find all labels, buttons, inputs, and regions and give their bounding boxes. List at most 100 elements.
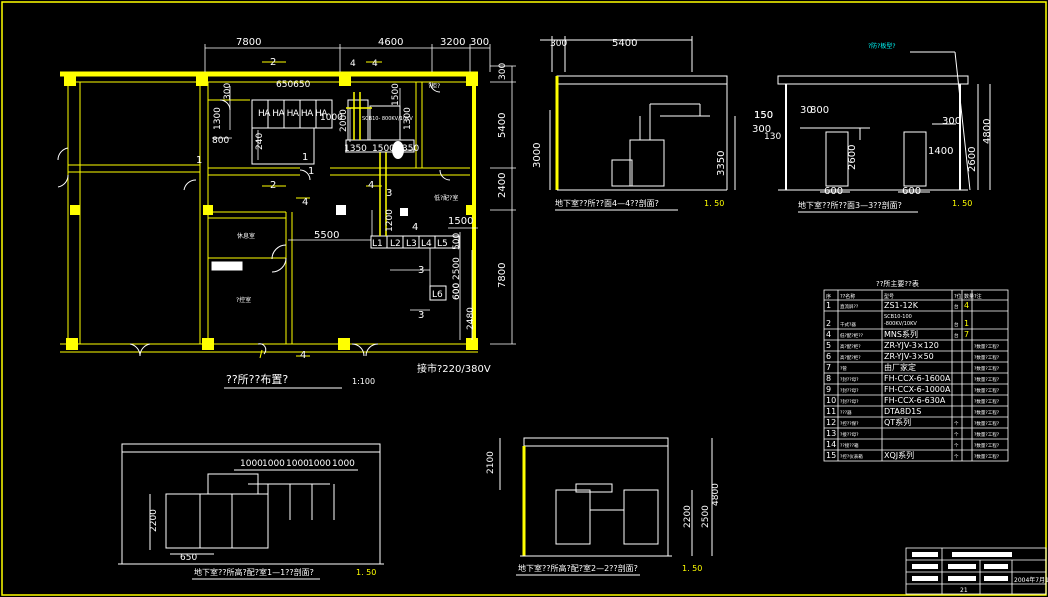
doors [57, 81, 451, 357]
panel-L2: L2 [390, 239, 401, 249]
dim-2500: 2500 [452, 257, 462, 280]
section-mark-4b: 4 [372, 59, 378, 69]
panel-L3: L3 [406, 239, 417, 249]
table-header: ??名称 [840, 293, 855, 300]
section-1-1-texts: 1000 1000 1000 1000 1000 2200 650 地下室??所… [149, 459, 376, 577]
table-cell: 11 [826, 407, 836, 416]
columns [64, 74, 478, 350]
panel-L6: L6 [432, 290, 443, 300]
title-block-sheet: 21 [960, 587, 968, 594]
table-cell: ?数量?工程? [974, 453, 1000, 460]
section-2-2-texts: 2100 4800 2200 2500 地下室??所高?配?室2—2??剖面? … [486, 451, 721, 573]
section-4-4-texts: 300 5400 3000 3350 地下室??所??面4—4??剖面? 1. … [532, 38, 727, 208]
dim-2000: 2000 [339, 109, 349, 132]
title-block-date: 2004年7月18日 [1014, 576, 1048, 584]
table-cell: ?管 [840, 365, 847, 372]
num-1a: 1 [196, 155, 202, 166]
table-cell: 4 [964, 301, 969, 310]
plan-dim-right-2400: 2400 [497, 173, 508, 198]
panel-L4: L4 [421, 239, 432, 249]
table-cell: ?封??母? [840, 387, 859, 394]
dim-1500c: 1500 [448, 216, 473, 227]
table-cell: ?数量?工程? [974, 409, 1000, 416]
table-cell: 由厂家定 [884, 362, 916, 372]
table-header: ?注 [974, 293, 982, 300]
table-cell: 台 [954, 321, 959, 328]
table-cell: 干式?器 [840, 321, 856, 328]
dim-500: 500 [452, 233, 462, 250]
title-block [905, 547, 1047, 595]
room-label-lowvolt: 低?配?室 [434, 194, 458, 202]
s33-dim-600b: 600 [902, 186, 921, 197]
table-cell: ?数量?工程? [974, 420, 1000, 427]
table-cell: XQJ系列 [884, 450, 914, 460]
s22-title: 地下室??所高?配?室2—2??剖面? [518, 563, 638, 573]
s33-dim-4800: 4800 [982, 119, 993, 144]
table-cell: 台 [954, 303, 959, 310]
table-cell: 14 [826, 440, 836, 449]
num-4d: 4 [300, 350, 306, 361]
table-cell: 4 [826, 330, 831, 339]
table-cell: 1 [964, 319, 969, 328]
table-cell: 13 [826, 429, 836, 438]
table-cell: ?接??母? [840, 431, 859, 438]
dim-1500b: 1500 [372, 144, 395, 154]
table-cell: ?封??母? [840, 376, 859, 383]
table-cell: ZR-YJV-3×50 [884, 352, 934, 361]
s11-dim-1000a: 1000 [240, 459, 263, 469]
s11-dim-650: 650 [180, 553, 197, 563]
s33-dim-1400: 1400 [928, 146, 953, 157]
table-header: 序 [826, 293, 831, 300]
s33-dim-30: 30 [800, 105, 813, 116]
table-header: 型号 [884, 293, 894, 300]
num-4c: 4 [412, 222, 418, 233]
transformer-spec: SCB10- 800KV/10KV [362, 116, 413, 122]
table-cell: 个 [954, 443, 959, 449]
plan-section-marks [259, 61, 382, 359]
table-cell: ?数量?工程? [974, 442, 1000, 449]
plan-texts: 7800 4600 3200 300 300 5400 2400 7800 2 … [196, 37, 508, 386]
section-4-4 [540, 36, 736, 191]
dim-1300: 1300 [213, 107, 223, 130]
table-cell: 个 [954, 421, 959, 427]
s44-title: 地下室??所??面4—4??剖面? [555, 198, 659, 208]
s33-dim-130: 130 [764, 132, 781, 142]
s33-dim-2600b: 2600 [967, 147, 978, 172]
table-cell: 10 [826, 396, 836, 405]
room-label-rest: 休息室 [237, 232, 255, 240]
s33-title: 地下室??所??面3—3??剖面? [798, 200, 902, 210]
table-cell: 高?配?柜? [840, 343, 861, 350]
num-1c: 1 [302, 152, 308, 163]
dim-800: 800 [212, 136, 229, 146]
s33-dim-600a: 600 [824, 186, 843, 197]
dim-2480: 2480 [466, 307, 476, 330]
table-cell: ?数量?工程? [974, 376, 1000, 383]
section-3-3-texts: ?防?板型? 150 300 30 800 130 150 300 2600 1… [752, 42, 993, 210]
num-3b: 3 [418, 265, 424, 276]
section-3-3 [777, 51, 991, 193]
table-cell: ?数量?工程? [974, 365, 1000, 372]
table-cell: DTA8D1S [884, 407, 921, 416]
table-title: ??所主要??表 [876, 279, 919, 288]
table-cell: 6 [826, 352, 831, 361]
table-cell: SCB10-100 [884, 314, 912, 320]
table-cell: 1 [826, 301, 831, 310]
table-cell: 个 [954, 454, 959, 460]
table-cell: 8 [826, 374, 831, 383]
table-cell: 个 [954, 432, 959, 438]
s33-note: ?防?板型? [868, 42, 896, 50]
tank-icon [392, 141, 404, 159]
dim-1000: 1000 [320, 113, 343, 123]
s33-dim-300a: 300 [752, 124, 771, 135]
table-cell: 2 [826, 319, 831, 328]
floor-plan [60, 71, 478, 353]
room-label-control: ?控室 [236, 296, 251, 304]
num-3c: 3 [418, 310, 424, 321]
num-3a: 3 [386, 188, 392, 199]
s33-dim-150a: 150 [754, 110, 773, 121]
panel-L5: L5 [437, 239, 448, 249]
plan-equipment [211, 99, 460, 301]
table-cell: FH-CCX-6-1600A [884, 374, 951, 383]
